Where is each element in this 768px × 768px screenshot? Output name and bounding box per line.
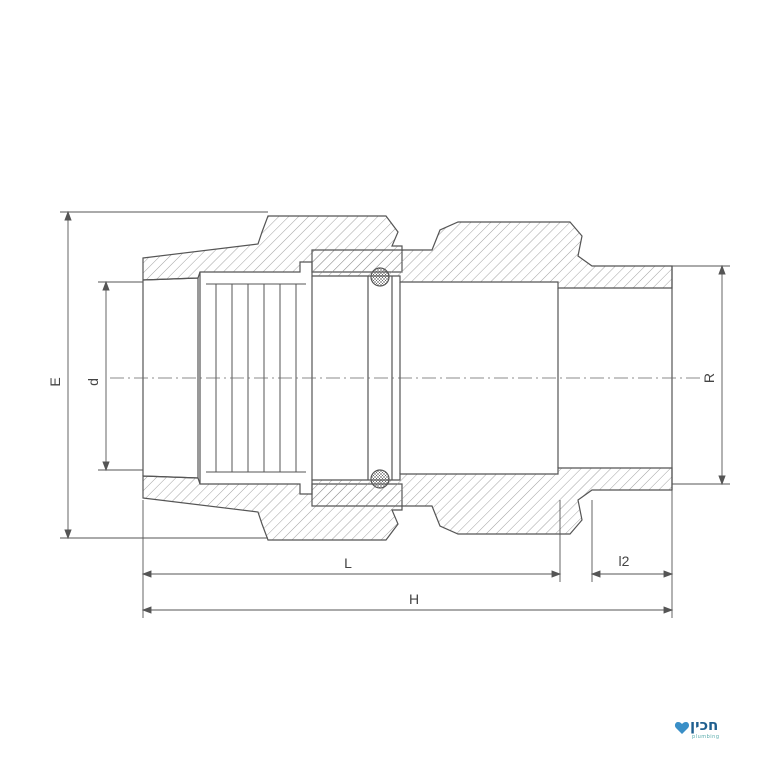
- dimension-label-r: R: [701, 373, 717, 383]
- dimension-label-l2: l2: [619, 553, 630, 569]
- dimension-label-d: d: [85, 378, 101, 386]
- logo-subtext: plumbing: [692, 734, 720, 740]
- dimension-d: [98, 280, 143, 472]
- dimension-label-h: H: [409, 591, 419, 607]
- body-top-section: [311, 221, 673, 289]
- dimension-r: [672, 264, 730, 486]
- dimension-h: [141, 606, 674, 614]
- heart-icon: [674, 722, 690, 734]
- dimension-label-l: L: [344, 555, 352, 571]
- o-ring-top: [370, 267, 390, 287]
- brand-logo: חכין plumbing: [674, 712, 744, 746]
- body-bottom-section: [311, 467, 673, 535]
- dimension-label-e: E: [47, 377, 63, 386]
- dimension-l: [141, 500, 562, 618]
- logo-text: חכין: [690, 716, 719, 734]
- dimension-e: [60, 210, 268, 540]
- dimension-l2: [590, 490, 674, 618]
- o-ring-bottom: [370, 469, 390, 489]
